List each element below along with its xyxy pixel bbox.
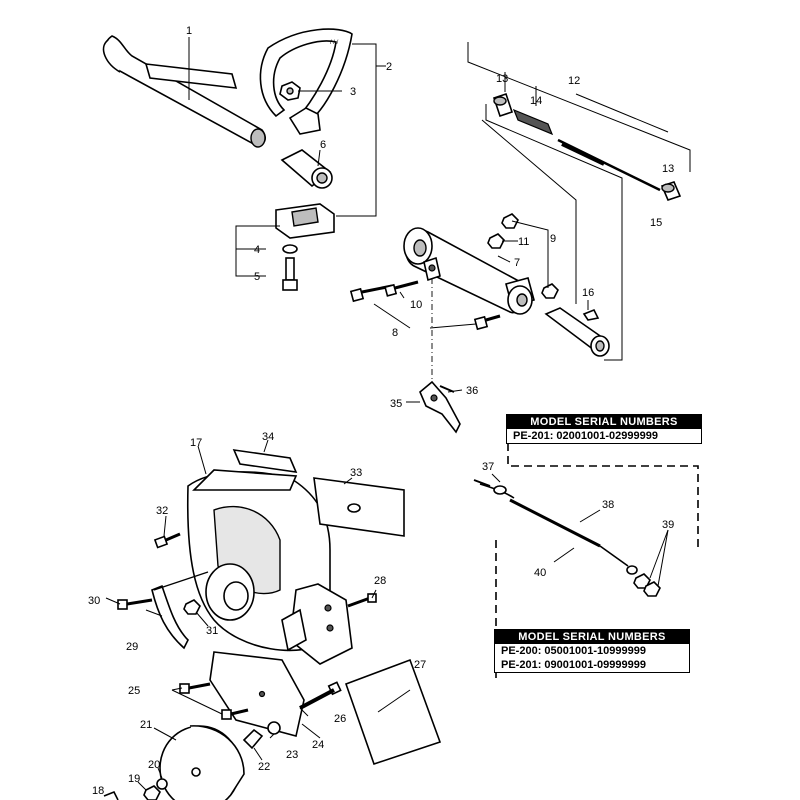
callout-25: 25 [128,685,140,697]
nut-11 [487,233,505,249]
serial-number-box-1: MODEL SERIAL NUMBERS PE-201: 02001001-02… [506,414,702,444]
edger-blade [313,477,405,537]
bolt-25a [179,682,211,694]
callout-10: 10 [410,299,422,311]
handle-grip-tube [102,35,266,148]
nut-39b [643,581,661,597]
screw-30 [117,598,153,610]
callout-13b: 13 [662,163,674,175]
nut-31 [183,599,201,615]
callout-6: 6 [320,139,326,151]
spacer-sleeve [280,149,333,189]
callout-16: 16 [582,287,594,299]
callout-5: 5 [254,271,260,283]
nut-19 [143,785,161,800]
serial-box-2-row-2: PE-201: 09001001-09999999 [501,659,646,671]
washer-20 [156,778,168,790]
callout-3: 3 [350,86,356,98]
shaft-housing [403,227,535,315]
serial-box-2-row-1: PE-200: 05001001-10999999 [501,645,646,657]
washer [282,244,298,254]
spacer-22 [242,728,264,750]
callout-19: 19 [128,773,140,785]
serial-box-1-row: PE-201: 02001001-02999999 [513,430,658,442]
callout-8: 8 [392,327,398,339]
side-plate [209,651,305,737]
d-handle-loop: / / / [259,28,353,135]
callout-36: 36 [466,385,478,397]
callout-26: 26 [334,713,346,725]
callout-34: 34 [262,431,274,443]
bolt-32 [153,532,181,549]
callout-28: 28 [374,575,386,587]
callout-40: 40 [534,567,546,579]
callout-12: 12 [568,75,580,87]
callout-20: 20 [148,759,160,771]
serial-number-box-2: MODEL SERIAL NUMBERS PE-200: 05001001-10… [494,629,690,673]
bolt-8-left [349,284,393,303]
callout-30: 30 [88,595,100,607]
callout-23: 23 [286,749,298,761]
callout-35: 35 [390,398,402,410]
callout-14: 14 [530,95,542,107]
callout-4: 4 [254,244,260,256]
callout-27: 27 [414,659,426,671]
callout-38: 38 [602,499,614,511]
guard-label [232,449,298,473]
shaft-sleeve [544,307,610,357]
callout-22: 22 [258,761,270,773]
serial-box-2-header: MODEL SERIAL NUMBERS [495,630,689,644]
bolt-10 [384,280,419,297]
callout-37: 37 [482,461,494,473]
callout-33: 33 [350,467,362,479]
callout-24: 24 [312,739,324,751]
gear-bracket [281,583,353,665]
clamp-bolt [282,257,298,291]
callout-7: 7 [514,257,520,269]
guard-plate [344,658,442,766]
bolt-25b [221,708,249,720]
clamp-strap [151,571,209,650]
throttle-cable [473,479,638,575]
svg-text:/ / /: / / / [330,40,339,46]
callout-1: 1 [186,25,192,37]
bolt-18 [103,790,119,800]
callout-9: 9 [550,233,556,245]
nut-9-top [501,213,519,229]
nut-9-bottom [541,283,559,299]
callout-15: 15 [650,217,662,229]
serial-box-1-header: MODEL SERIAL NUMBERS [507,415,701,429]
guide-wheel [159,725,245,800]
bolt-26 [299,681,342,710]
callout-11: 11 [518,236,529,248]
callout-17: 17 [190,437,202,449]
shaft-group [467,42,691,361]
washer-23 [267,721,281,735]
lever-bracket [419,380,461,434]
key-pin [582,308,600,321]
callout-2: 2 [386,61,392,73]
callout-18: 18 [92,785,104,797]
callout-21: 21 [140,719,152,731]
handle-nut [279,81,301,101]
callout-31: 31 [206,625,218,637]
callout-39: 39 [662,519,674,531]
bolt-28 [347,593,377,608]
handle-clamp-base [275,203,335,239]
callout-29: 29 [126,641,138,653]
callout-32: 32 [156,505,168,517]
callout-13a: 13 [496,73,508,85]
bolt-8-right [473,314,501,331]
